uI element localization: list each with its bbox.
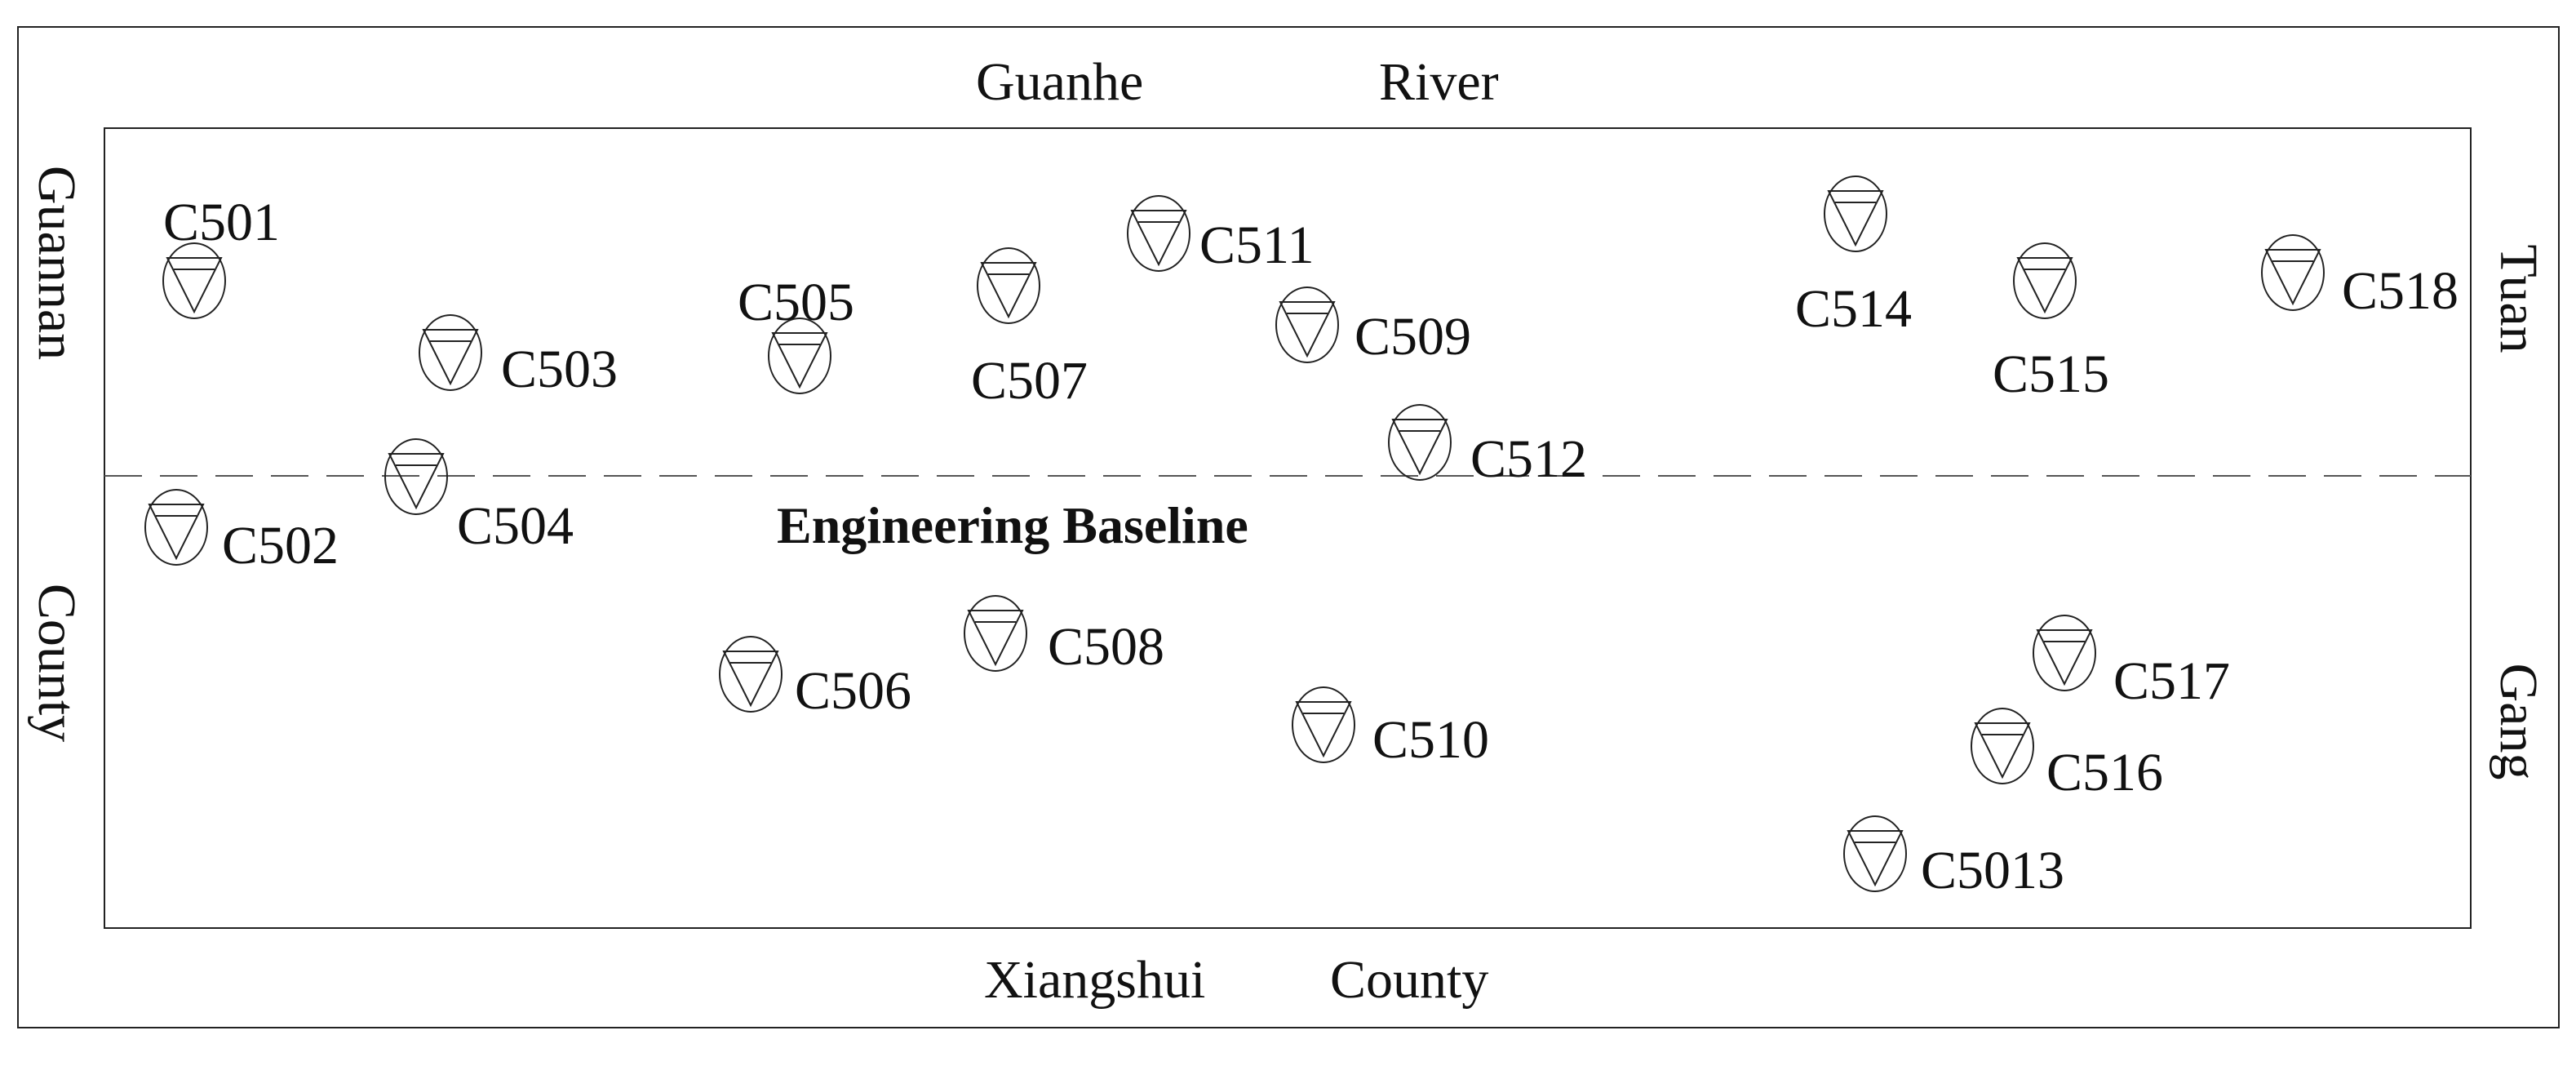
station-marker-ring [1971, 708, 2034, 784]
station-label: C506 [795, 661, 911, 721]
station-label: C505 [738, 273, 854, 332]
station-marker-ring [419, 314, 482, 391]
station-c502: C502 [144, 489, 339, 575]
survey-area-frame [104, 127, 2472, 929]
station-c508: C508 [964, 595, 1164, 677]
triangle-down-icon [1847, 830, 1904, 887]
station-c517: C517 [2033, 615, 2230, 711]
station-label: C503 [501, 340, 618, 399]
station-marker-ring [1843, 815, 1907, 892]
triangle-down-icon [967, 610, 1024, 667]
gang-label: Gang [2489, 664, 2548, 780]
triangle-down-icon [771, 332, 828, 389]
station-label: C510 [1372, 710, 1489, 770]
engineering-baseline-label: Engineering Baseline [777, 496, 1248, 554]
station-label: C516 [2046, 743, 2163, 802]
guannan-label: Guannan [27, 166, 86, 360]
tuan-label: Tuan [2489, 244, 2548, 353]
triangle-down-icon [2016, 257, 2073, 314]
station-marker-ring [1388, 404, 1452, 481]
triangle-down-icon [2264, 249, 2321, 306]
station-label: C508 [1048, 617, 1164, 677]
station-marker-ring [2013, 242, 2077, 319]
county-bottom-label: County [1330, 950, 1488, 1010]
station-label: C515 [1993, 344, 2109, 404]
station-c518: C518 [2261, 234, 2459, 321]
triangle-down-icon [1279, 301, 1336, 358]
station-marker-ring [144, 489, 208, 566]
xiangshui-label: Xiangshui [984, 950, 1205, 1010]
station-c504: C504 [384, 438, 574, 556]
station-label: C504 [457, 496, 574, 556]
station-label: C502 [222, 516, 339, 575]
station-c5013: C5013 [1843, 815, 2064, 900]
station-marker-ring [768, 318, 831, 394]
station-label: C517 [2113, 651, 2230, 711]
triangle-down-icon [1130, 210, 1187, 267]
station-label: C512 [1470, 429, 1587, 489]
station-label: C501 [163, 193, 280, 252]
station-marker-ring [1824, 175, 1887, 252]
triangle-down-icon [1391, 419, 1448, 476]
triangle-down-icon [1295, 701, 1352, 758]
station-marker-ring [719, 636, 783, 713]
station-c507: C507 [971, 247, 1088, 411]
triangle-down-icon [388, 453, 445, 510]
triangle-down-icon [1827, 190, 1884, 247]
station-marker-ring [1275, 286, 1339, 363]
station-c506: C506 [719, 636, 911, 721]
station-c516: C516 [1971, 708, 2163, 802]
station-c509: C509 [1275, 286, 1471, 366]
station-c503: C503 [419, 314, 618, 399]
station-label: C511 [1199, 215, 1315, 275]
station-marker-ring [2261, 234, 2325, 311]
triangle-down-icon [148, 504, 205, 561]
station-label: C5013 [1921, 841, 2064, 900]
station-marker-ring [384, 438, 448, 515]
station-marker-ring [964, 595, 1027, 672]
triangle-down-icon [166, 257, 223, 314]
station-marker-ring [977, 247, 1040, 324]
station-label: C514 [1795, 279, 1912, 339]
guanhe-label: Guanhe [976, 52, 1143, 112]
station-c512: C512 [1388, 404, 1587, 489]
triangle-down-icon [2036, 629, 2093, 686]
outer-frame [17, 26, 2560, 1028]
station-marker-ring [1127, 195, 1190, 272]
station-c505: C505 [738, 273, 854, 394]
station-label: C518 [2342, 261, 2459, 321]
triangle-down-icon [1974, 722, 2031, 780]
station-c515: C515 [1993, 242, 2109, 404]
station-c501: C501 [162, 193, 280, 319]
station-label: C507 [971, 351, 1088, 411]
station-c510: C510 [1292, 686, 1489, 770]
station-c511: C511 [1127, 195, 1315, 275]
river-label: River [1379, 52, 1499, 112]
station-marker-ring [162, 242, 226, 319]
station-marker-ring [1292, 686, 1355, 763]
station-label: C509 [1355, 307, 1471, 366]
county-left-label: County [27, 584, 86, 742]
triangle-down-icon [422, 329, 479, 386]
triangle-down-icon [722, 651, 779, 708]
triangle-down-icon [980, 262, 1037, 319]
station-c514: C514 [1795, 175, 1912, 339]
station-marker-ring [2033, 615, 2096, 691]
